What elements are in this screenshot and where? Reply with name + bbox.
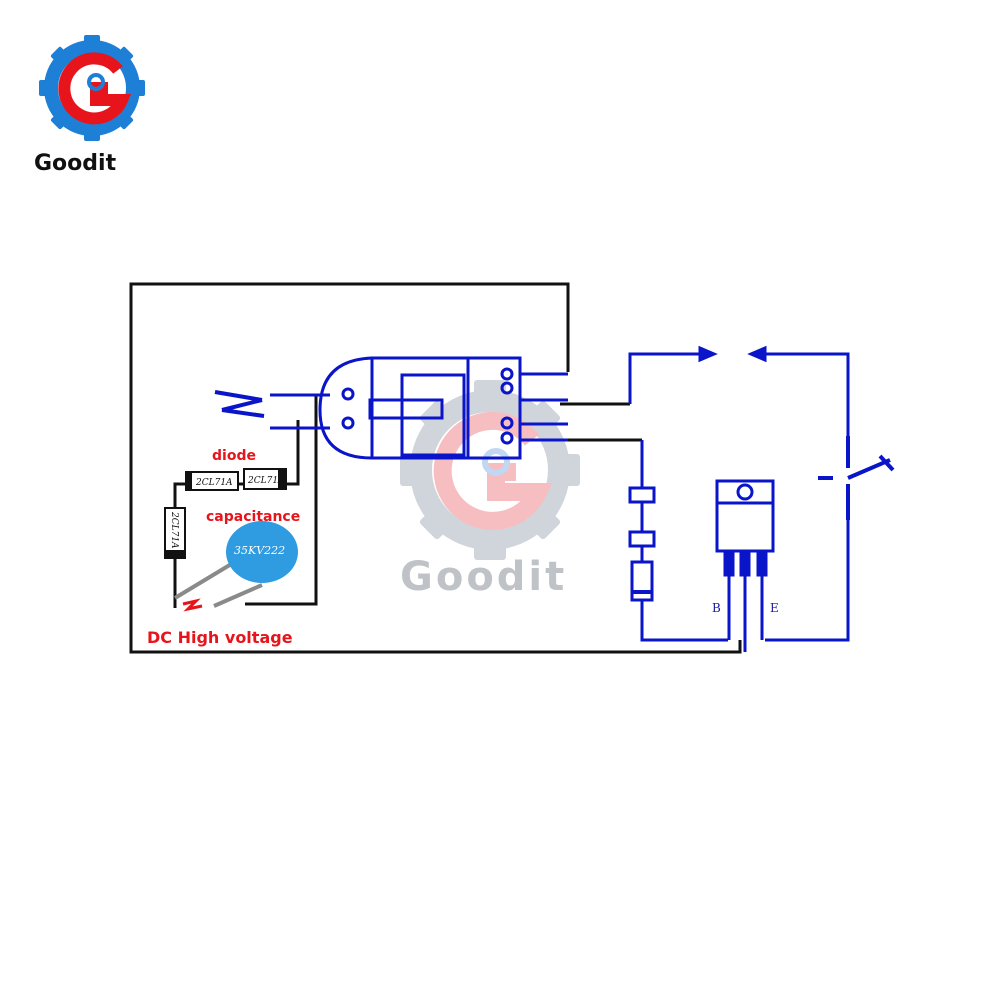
pin-label-base: B <box>712 601 721 615</box>
diode-3: 2CL71A <box>164 507 186 559</box>
hv-multiplier: 2CL71A 2CL71A 2CL71A 35KV222 diode capac… <box>147 448 300 647</box>
spark-icon <box>182 598 203 612</box>
arrow-left-icon <box>747 345 767 363</box>
arrow-right-icon <box>698 345 718 363</box>
label-diode: diode <box>212 448 256 464</box>
diode-1: 2CL71A <box>185 471 239 491</box>
watermark: Goodit <box>400 380 580 600</box>
hv-return-wire <box>245 395 318 606</box>
g-letter-icon <box>58 52 132 125</box>
relay-terminals <box>341 367 514 445</box>
diode-2: 2CL71A <box>243 468 287 490</box>
diode-1-mark: 2CL71A <box>195 478 233 488</box>
resistor-icon <box>628 486 656 602</box>
ac-input-icon <box>214 390 265 418</box>
brand-logo: Goodit <box>34 35 145 176</box>
diode-3-mark: 2CL71A <box>169 511 179 549</box>
transistor-icon <box>715 479 775 652</box>
relay-body <box>318 356 568 460</box>
output-wire-right <box>760 352 850 436</box>
watermark-text: Goodit <box>400 554 567 600</box>
label-dc-high-voltage: DC High voltage <box>147 628 293 647</box>
output-wire-left <box>628 352 705 404</box>
hv-lead-left <box>173 558 240 600</box>
diode-2-mark: 2CL71A <box>247 476 285 486</box>
switch-return-wire <box>765 520 850 642</box>
watermark-g-letter-icon <box>433 411 553 530</box>
switch-icon <box>818 436 895 520</box>
hv-lead-right <box>213 583 263 608</box>
resistor-return-wire <box>640 600 728 642</box>
label-capacitance: capacitance <box>206 509 300 525</box>
capacitor-mark: 35KV222 <box>234 544 285 557</box>
brand-name: Goodit <box>34 151 117 176</box>
blue-circuit: B E <box>214 345 895 652</box>
capacitor: 35KV222 <box>226 521 298 583</box>
pin-label-emitter: E <box>770 601 779 615</box>
outer-loop-wire <box>129 282 742 654</box>
